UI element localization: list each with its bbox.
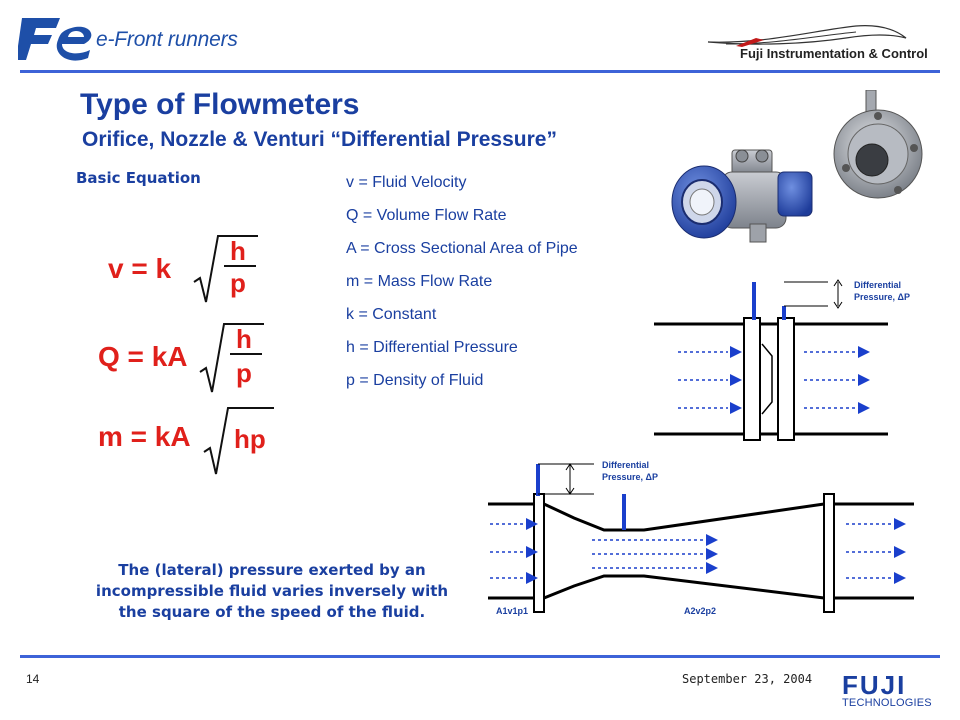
legend-item: h = Differential Pressure — [346, 339, 518, 356]
orifice-label-line2: Pressure, ΔP — [854, 292, 910, 302]
formula-denominator: p — [236, 358, 252, 388]
legend-item: k = Constant — [346, 306, 437, 323]
venturi-diagram: Differential Pressure, ΔP A1v1p1 A2v2p2 — [488, 460, 914, 616]
volume-flow-formula: Q = kA h p — [98, 323, 264, 393]
slide-date: September 23, 2004 — [682, 672, 813, 686]
slide-number: 14 — [26, 672, 40, 686]
orifice-label-line1: Differential — [854, 280, 901, 290]
bernoulli-note: The (lateral) pressure exerted by an inc… — [95, 561, 449, 621]
formula-radicand: hp — [234, 424, 266, 454]
basic-equation-heading: Basic Equation — [76, 169, 201, 187]
fuji-logo-text: FUJI — [842, 670, 906, 700]
legend-item: A = Cross Sectional Area of Pipe — [346, 240, 578, 257]
company-name: Fuji Instrumentation & Control — [740, 46, 928, 61]
venturi-inlet-label: A1v1p1 — [496, 606, 528, 616]
footer-rule — [20, 655, 940, 658]
orifice-flange-image — [833, 90, 923, 199]
formula-lhs: m = kA — [98, 421, 191, 452]
fuji-logo: FUJI — [842, 670, 906, 700]
company-tagline: e-Front runners — [96, 28, 238, 51]
venturi-throat-label: A2v2p2 — [684, 606, 716, 616]
venturi-label-line1: Differential — [602, 460, 649, 470]
fuji-swoosh-logo — [707, 25, 907, 47]
fuji-technologies-text: TECHNOLOGIES — [842, 697, 932, 709]
formula-lhs: v = k — [108, 253, 171, 284]
venturi-label-line2: Pressure, ΔP — [602, 472, 658, 482]
mass-flow-formula: m = kA hp — [98, 407, 274, 475]
variable-legend: v = Fluid Velocity Q = Volume Flow Rate … — [346, 172, 646, 403]
orifice-plate-diagram: Differential Pressure, ΔP — [654, 279, 910, 441]
page-title: Type of Flowmeters — [80, 88, 360, 121]
legend-item: v = Fluid Velocity — [346, 174, 467, 191]
formula-lhs: Q = kA — [98, 341, 187, 372]
legend-item: p = Density of Fluid — [346, 372, 484, 389]
legend-item: m = Mass Flow Rate — [346, 273, 493, 290]
header-rule — [20, 70, 940, 73]
formula-numerator: h — [236, 324, 252, 354]
formula-numerator: h — [230, 236, 246, 266]
pressure-transmitter-image — [671, 149, 813, 243]
velocity-formula: v = k h p — [108, 235, 258, 303]
page-subtitle: Orifice, Nozzle & Venturi “Differential … — [82, 128, 557, 151]
formula-denominator: p — [230, 268, 246, 298]
fe-logo — [18, 18, 92, 61]
legend-item: Q = Volume Flow Rate — [346, 207, 507, 224]
